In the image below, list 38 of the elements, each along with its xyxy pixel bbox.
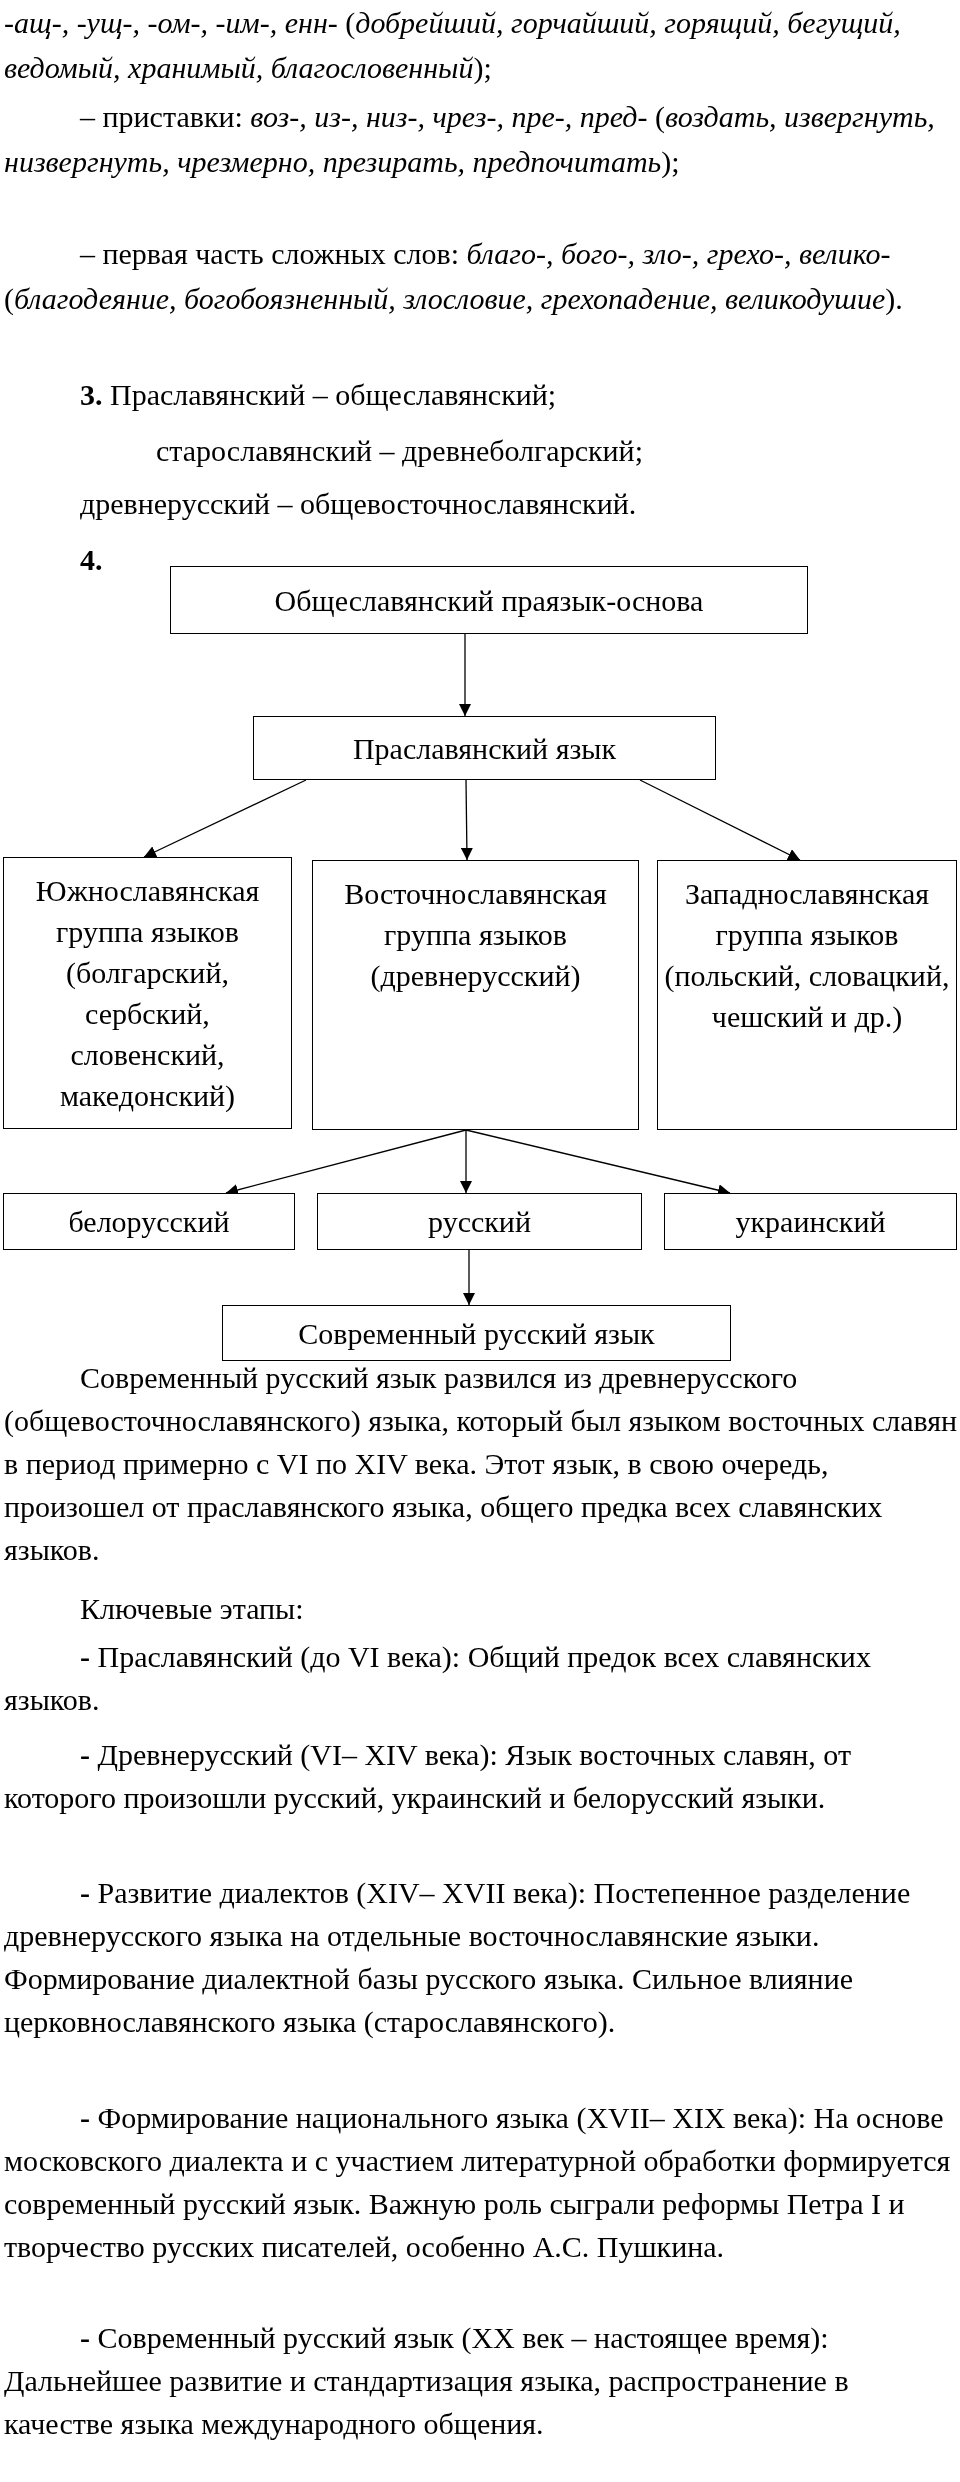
node-label: белорусский (68, 1204, 230, 1240)
box (317, 1193, 642, 1250)
paragraph: – приставки: воз-, из-, низ-, чрез-, пре-, пред- (воздать, извергнуть, низвергнуть, чрезмерно, презирать, предпочитать); (4, 99, 936, 180)
answer-line: древнерусский – общевосточнославянский. (79, 486, 638, 522)
node-label: украинский (735, 1204, 886, 1240)
node-label: русский (428, 1204, 531, 1240)
arrow (143, 779, 307, 858)
arrow (463, 1249, 475, 1306)
box (3, 1193, 295, 1250)
box (222, 1305, 731, 1361)
node-label: Южнославянская группа языков (болгарский, сербский, словенский, македонский) (34, 873, 261, 1114)
arrow (460, 1129, 472, 1194)
box (664, 1193, 957, 1250)
box (170, 566, 808, 634)
node-label: Праславянский язык (352, 730, 617, 767)
node-label: Общеславянский праязык-основа (274, 582, 704, 619)
arrow (459, 633, 471, 717)
arrow (639, 779, 801, 861)
arrow (460, 779, 473, 861)
node-label: Современный русский язык (298, 1315, 655, 1352)
node-label: Западнославянская группа языков (польский, словацкий, чешский и др.) (664, 876, 950, 1035)
paragraph: - Древнерусский (VI– XIV века): Язык восточных славян, от которого произошли русский, украинский и белорусский языки. (4, 1737, 852, 1816)
answer-line: 3. Праславянский – общеславянский; (79, 377, 558, 413)
answer-line: старославянский – древнеболгарский; (155, 433, 644, 469)
paragraph: - Праславянский (до VI века): Общий предок всех славянских языков. (4, 1639, 872, 1718)
paragraph: Современный русский язык развился из древнерусского (общевосточнославянского) языка, который был языком восточных славян в период примерно с VI по XIV века. Этот язык, в свою очередь, произошел от праславянского языка, общего предка всех славянских языков. (4, 1360, 958, 1568)
box (657, 860, 957, 1130)
paragraph: Ключевые этапы: (79, 1591, 305, 1627)
paragraph: -ащ-, -ущ-, -ом-, -им-, енн- (добрейший, горчайший, горящий, бегущий, ведомый, хранимый, благословенный); (4, 5, 902, 86)
paragraph: – первая часть сложных слов: благо-, бого-, зло-, грехо-, велико- (благодеяние, богобоязненный, злословие, грехопадение, великодушие). (4, 236, 904, 317)
box (312, 860, 639, 1130)
box (253, 716, 716, 780)
paragraph: - Развитие диалектов (XIV– XVII века): Постепенное разделение древнерусского языка на отдельные восточнославянские языки. Формирование диалектной базы русского языка. Сильное влияние церковнославянского языка (старославянского). (4, 1875, 912, 2040)
section-number: 4. (79, 542, 104, 578)
node-label: Восточнославянская группа языков (древнерусский) (343, 876, 608, 994)
paragraph: - Современный русский язык (XX век – настоящее время): Дальнейшее развитие и стандартизация языка, распространение в качестве языка международного общения. (4, 2320, 850, 2442)
paragraph: - Формирование национального языка (XVII– XIX века): На основе московского диалекта и с участием литературной обработки формируется современный русский язык. Важную роль сыграли реформы Петра I и творчество русских писателей, особенно А.С. Пушкина. (4, 2100, 952, 2265)
box (3, 857, 292, 1129)
